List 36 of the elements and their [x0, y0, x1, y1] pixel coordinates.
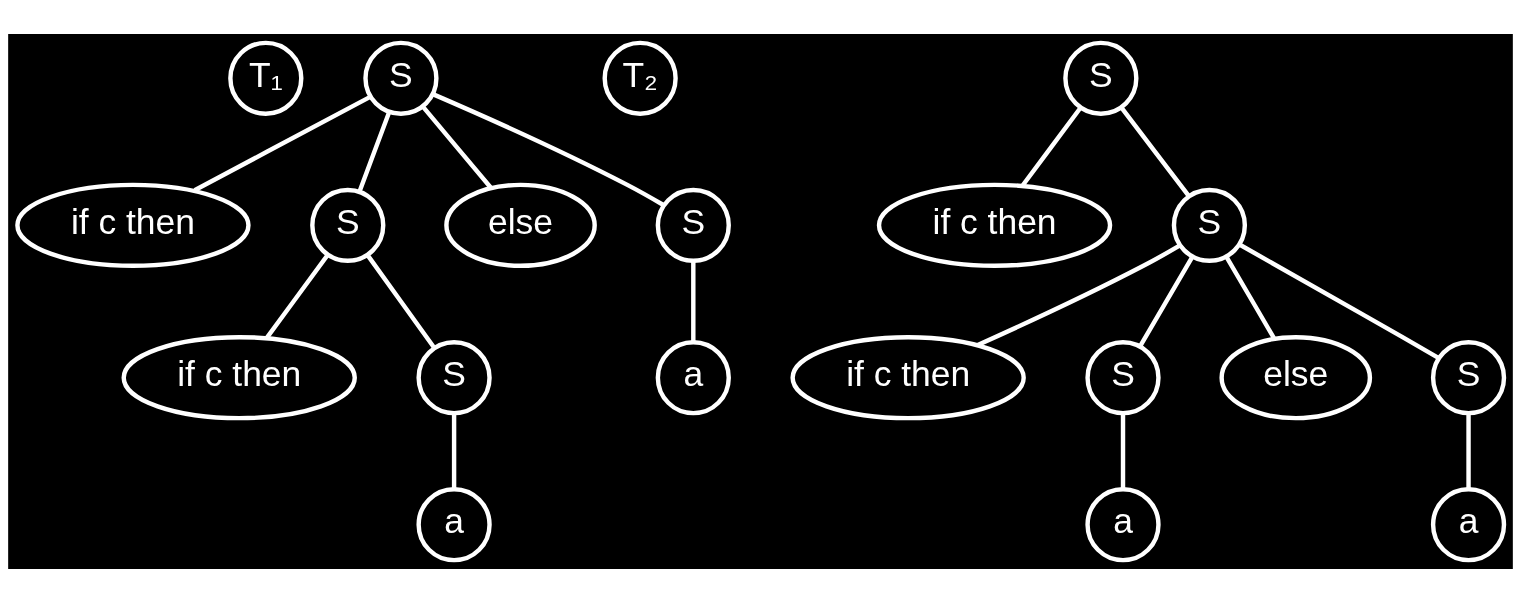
connector: [1224, 255, 1276, 339]
node-circle: T₁: [228, 40, 304, 116]
node-circle: T₂: [602, 40, 678, 116]
connector: [265, 252, 330, 339]
node-circle: a: [416, 486, 492, 562]
connector: [1120, 413, 1126, 489]
connector: [193, 94, 372, 192]
connector: [431, 91, 665, 207]
node-ellipse: if c then: [121, 334, 357, 420]
connector: [1020, 106, 1083, 187]
connector: [1466, 413, 1471, 489]
connector: [365, 253, 436, 349]
node-ellipse: if c then: [876, 182, 1113, 268]
node-circle: S: [363, 40, 439, 116]
connector: [1138, 255, 1195, 347]
node-circle: S: [1085, 339, 1161, 415]
connector: [421, 104, 493, 189]
node-circle: a: [1085, 486, 1161, 562]
node-circle: S: [655, 187, 731, 263]
node-circle: a: [1430, 486, 1507, 562]
connector: [1119, 105, 1191, 197]
node-ellipse: if c then: [15, 182, 251, 268]
node-circle: a: [655, 339, 731, 415]
connector: [357, 110, 392, 192]
node-circle: S: [1430, 339, 1507, 415]
node-ellipse: else: [444, 182, 597, 268]
node-circle: S: [416, 339, 492, 415]
node-ellipse: else: [1219, 334, 1373, 420]
node-ellipse: if c then: [790, 334, 1026, 420]
connector: [1238, 242, 1440, 360]
node-circle: S: [1063, 40, 1139, 116]
node-circle: S: [1171, 187, 1248, 263]
connector: [976, 242, 1182, 347]
connector: [691, 260, 696, 342]
connector: [451, 413, 457, 489]
node-circle: S: [310, 187, 386, 263]
